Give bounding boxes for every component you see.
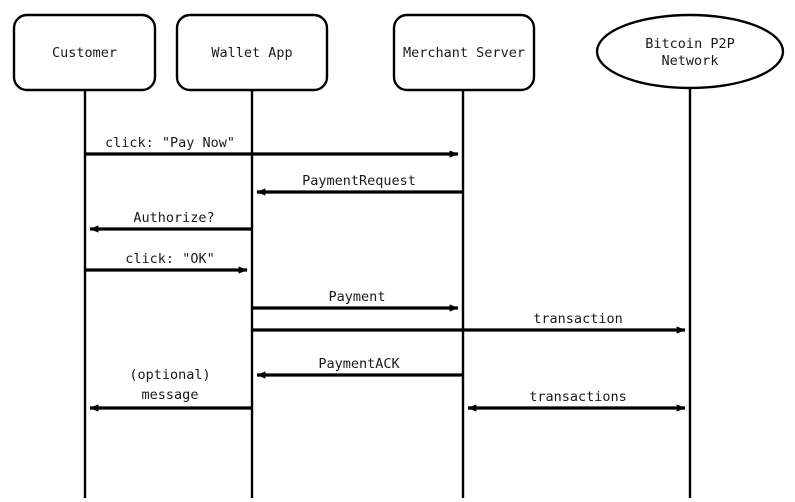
message-label-optional-message-line2: message [142, 387, 199, 403]
message-click-pay-now[interactable]: click: "Pay Now" [85, 135, 459, 158]
message-label-optional-message-line1: (optional) [129, 367, 210, 383]
message-authorize[interactable]: Authorize? [89, 210, 252, 233]
participant-label-network-line1: Bitcoin P2P [645, 36, 734, 52]
message-payment-request[interactable]: PaymentRequest [256, 173, 463, 196]
message-payment-ack[interactable]: PaymentACK [256, 356, 463, 379]
message-optional-message[interactable]: (optional) message [89, 367, 252, 412]
participant-box-customer[interactable] [12, 13, 157, 92]
message-click-ok[interactable]: click: "OK" [85, 251, 248, 274]
message-label-transaction: transaction [533, 311, 622, 327]
message-label-transactions: transactions [529, 389, 627, 405]
message-label-authorize: Authorize? [133, 210, 214, 226]
participant-customer[interactable]: Customer [12, 13, 157, 92]
participant-network[interactable]: Bitcoin P2P Network [595, 13, 785, 90]
participant-box-merchant[interactable] [392, 13, 536, 92]
participant-label-customer: Customer [52, 45, 117, 61]
participant-label-network-line2: Network [662, 53, 719, 69]
participant-label-wallet: Wallet App [211, 45, 292, 61]
participant-label-merchant: Merchant Server [403, 45, 525, 61]
message-transaction[interactable]: transaction [252, 311, 686, 334]
participant-merchant[interactable]: Merchant Server [392, 13, 536, 92]
message-label-payment: Payment [329, 289, 386, 305]
message-transactions[interactable]: transactions [467, 389, 686, 412]
lifelines-group [83, 88, 692, 498]
message-payment[interactable]: Payment [252, 289, 459, 312]
participant-ellipse-network[interactable] [595, 13, 785, 90]
message-label-payment-request: PaymentRequest [302, 173, 416, 189]
message-label-payment-ack: PaymentACK [318, 356, 400, 372]
participant-box-wallet[interactable] [175, 13, 329, 92]
message-label-click-ok: click: "OK" [125, 251, 214, 267]
message-label-click-pay-now: click: "Pay Now" [105, 135, 235, 151]
participant-wallet[interactable]: Wallet App [175, 13, 329, 92]
